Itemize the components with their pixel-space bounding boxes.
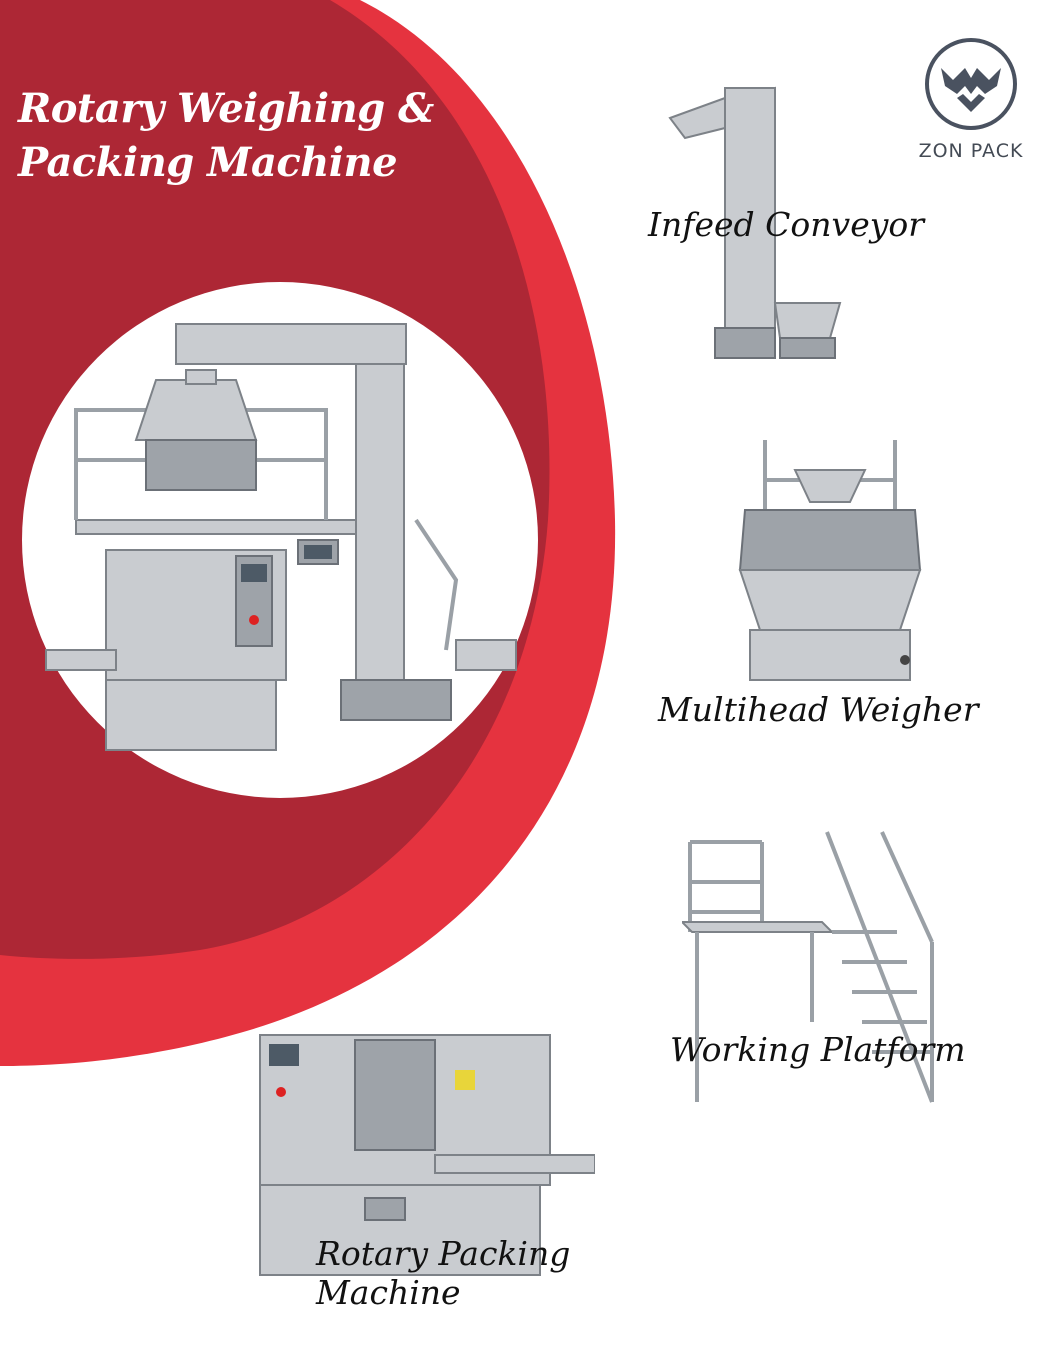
zon-pack-logo-icon xyxy=(925,38,1017,130)
multihead-weigher-image xyxy=(738,440,922,681)
component-label-multihead-weigher: Multihead Weigher xyxy=(658,690,979,729)
page-title: Rotary Weighing & Packing Machine xyxy=(18,82,434,190)
brand-name: ZON PACK xyxy=(918,140,1024,162)
title-line-1: Rotary Weighing & xyxy=(18,85,434,132)
component-label-working-platform: Working Platform xyxy=(670,1030,966,1069)
brand-logo: ZON PACK xyxy=(912,36,1030,162)
component-label-infeed-conveyor: Infeed Conveyor xyxy=(648,205,925,244)
component-label-line-1: Rotary Packing xyxy=(316,1234,571,1273)
title-line-2: Packing Machine xyxy=(18,139,398,186)
rotary-packing-machine-image xyxy=(259,1034,595,1276)
component-label-line-2: Machine xyxy=(316,1273,461,1312)
rotary-weighing-packing-machine-image xyxy=(45,323,517,751)
bucket-conveyor-image xyxy=(668,86,842,359)
component-label-rotary-packing-machine: Rotary Packing Machine xyxy=(316,1234,570,1312)
working-platform-image xyxy=(682,831,934,1103)
